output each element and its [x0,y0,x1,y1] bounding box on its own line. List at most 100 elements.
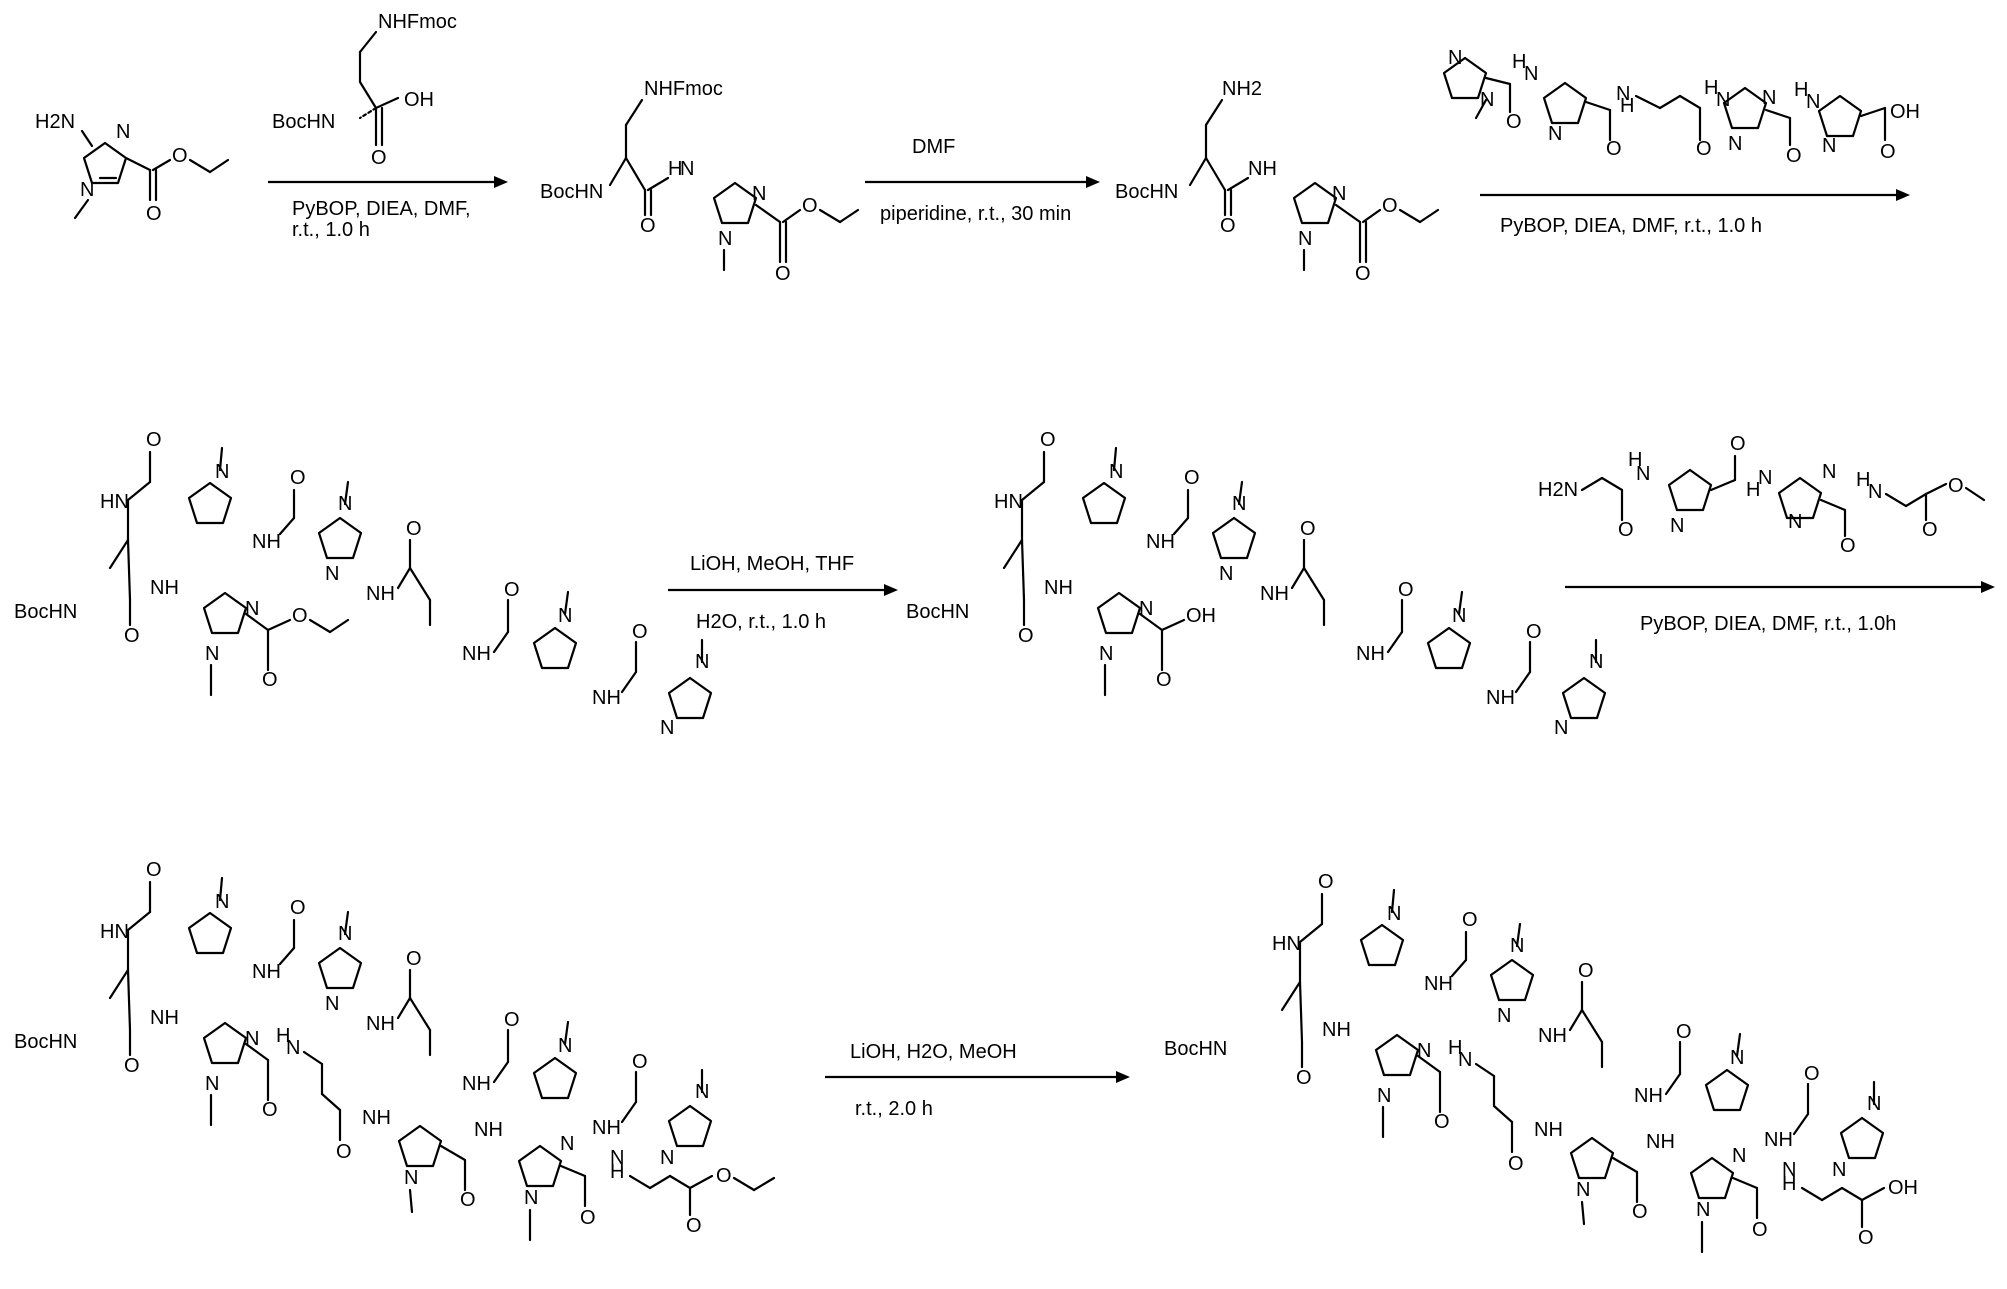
p5-nh5: NH [366,1013,395,1035]
p5-o6: O [686,1215,702,1237]
p5-n6: N [524,1187,538,1209]
p5-o4: O [460,1189,476,1211]
p6-o2: O [1434,1111,1450,1133]
p5-n1: N [245,1028,259,1050]
i1-o5: O [290,467,306,489]
p6-boc: BocHN [1164,1038,1227,1060]
oh-label: OH [404,89,434,111]
p1-ring-n: N [752,183,766,205]
ring-n-label: N [116,121,130,143]
p6-o8: O [1462,909,1478,931]
r3-oh: OH [1890,101,1920,123]
p6-o7: O [1318,871,1334,893]
arrow3-below: PyBOP, DIEA, DMF, r.t., 1.0 h [1500,215,1762,237]
reagent-polyamide-acid: N N O H N N O H N O H N N N O H N N O OH [1444,47,1920,167]
p6-hn: HN [1272,933,1301,955]
arrow4-below: H2O, r.t., 1.0 h [696,611,826,633]
reagent-amine-ester: H2N O H N N O H N N N O H N O O [1538,433,1984,557]
p6-n4: N [1576,1179,1590,1201]
i1-o6: O [406,518,422,540]
p5-o12: O [632,1051,648,1073]
arrow6-above: LiOH, H2O, MeOH [850,1041,1017,1063]
p6-nh3: NH [1646,1131,1675,1153]
i1-hn: HN [100,491,129,513]
p6-n1: N [1417,1040,1431,1062]
intermediate-acid: HN BocHN O NH N N O OH O N NH O N N NH O [906,429,1605,739]
i2-n2: N [1099,643,1113,665]
p5-o1: O [124,1055,140,1077]
methyl-n-label: N [80,179,94,201]
arrow-step-6: LiOH, H2O, MeOH r.t., 2.0 h [825,1041,1130,1120]
arrow-step-3: PyBOP, DIEA, DMF, r.t., 1.0 h [1480,189,1910,237]
r5-amine: H2N [1538,479,1578,501]
i2-nh5: NH [1486,687,1515,709]
arrow6-below: r.t., 2.0 h [855,1098,933,1120]
p6-nh4: NH [1424,973,1453,995]
boc-label: BocHN [272,111,335,133]
p5-nh3: NH [474,1119,503,1141]
p2-methyl-n: N [1298,228,1312,250]
i1-o4: O [146,429,162,451]
r5-n5: N [1788,511,1802,533]
i2-boc: BocHN [906,601,969,623]
i2-o4: O [1184,467,1200,489]
p5-n8: N [215,891,229,913]
p2-boc-label: BocHN [1115,181,1178,203]
r3-n9: N [1806,91,1820,113]
r3-n7: N [1762,87,1776,109]
p5-o8: O [146,859,162,881]
p1-fmoc-label: NHFmoc [644,78,723,100]
p6-o11: O [1804,1063,1820,1085]
arrow1-condition-2: r.t., 1.0 h [292,219,370,241]
p5-hn: HN [100,921,129,943]
i2-n3: N [1109,461,1123,483]
p6-o1: O [1296,1067,1312,1089]
arrow4-above: LiOH, MeOH, THF [690,553,854,575]
p6-n6: N [1696,1199,1710,1221]
i2-oh: OH [1186,605,1216,627]
p6-n2: N [1377,1085,1391,1107]
p6-oh: OH [1888,1177,1918,1199]
i1-n8: N [660,717,674,739]
r5-o3: O [1840,535,1856,557]
r3-n8: N [1728,133,1742,155]
r5-o2: O [1730,433,1746,455]
i1-o1: O [124,625,140,647]
p5-n4: N [404,1167,418,1189]
ester-o-label: O [172,145,188,167]
p2-amine-label: NH2 [1222,78,1262,100]
i2-nh2: NH [1146,531,1175,553]
p5-nh2: NH [362,1107,391,1129]
p5-n7: N [610,1147,624,1169]
arrow1-condition-1: PyBOP, DIEA, DMF, [292,198,471,220]
p6-nh5: NH [1538,1025,1567,1047]
intermediate-ester: HN BocHN O NH N N O O O N NH O N N NH [14,429,711,739]
p2-ring-n: N [1332,183,1346,205]
i1-o7: O [504,579,520,601]
p5-n3: N [286,1037,300,1059]
carbonyl-o-label: O [146,203,162,225]
i2-o1: O [1018,625,1034,647]
i1-nh2: NH [252,531,281,553]
r5-o4: O [1922,519,1938,541]
r5-n4: N [1822,461,1836,483]
p1-ester-o: O [802,195,818,217]
p5-n10: N [325,993,339,1015]
p5-n2: N [205,1073,219,1095]
o-label: O [371,147,387,169]
i2-o5: O [1300,518,1316,540]
i1-n2: N [205,643,219,665]
r3-o1: O [1506,111,1522,133]
p6-n10: N [1497,1005,1511,1027]
r3-o5: O [1880,141,1896,163]
r5-n1: N [1636,463,1650,485]
r5-o5: O [1948,475,1964,497]
r3-n3: N [1524,63,1538,85]
reagent-boc-dab-fmoc: NHFmoc BocHN OH O [272,11,457,169]
i1-boc: BocHN [14,601,77,623]
p6-o9: O [1578,960,1594,982]
arrow-step-4: LiOH, MeOH, THF H2O, r.t., 1.0 h [668,553,898,633]
p5-o10: O [406,948,422,970]
i2-n1: N [1139,598,1153,620]
